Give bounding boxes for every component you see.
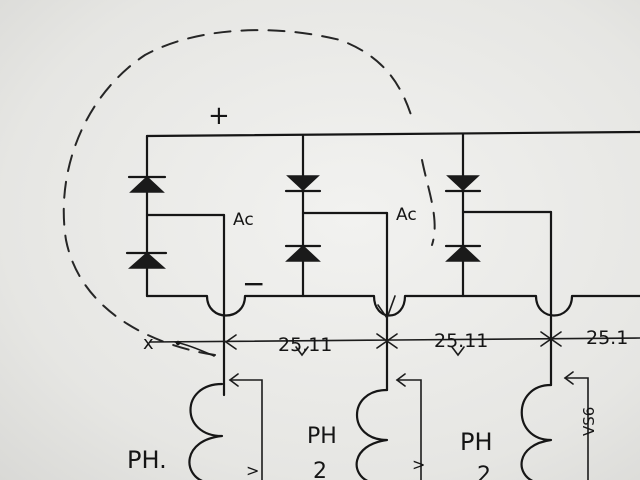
- dimension-label-3: 25.1: [586, 327, 628, 349]
- coil-1: [188, 382, 224, 480]
- dashed-boundary: [62, 29, 413, 356]
- feedback-arrow-3: [564, 377, 589, 480]
- dashed-boundary-right: [421, 159, 436, 246]
- dimension-label-1: 25.11: [278, 334, 332, 356]
- ph-digit-2: 2: [313, 459, 327, 480]
- coil-3: [520, 383, 553, 480]
- coil-2: [355, 388, 389, 480]
- positive-rail: [145, 130, 640, 138]
- diode-3b-icon: [445, 244, 481, 262]
- feedback-arrow-2: [396, 379, 422, 480]
- feedback-arrow-1: [229, 379, 263, 480]
- diode-1a-icon: [129, 175, 165, 193]
- diode-2b-icon: [285, 244, 321, 262]
- ac-label-1: Ac: [233, 210, 254, 230]
- ph-label-3: PH: [460, 428, 493, 456]
- arrow-tip-label-2: >: [412, 455, 425, 474]
- dimension-line: [149, 337, 640, 343]
- ac-label-2: Ac: [396, 205, 417, 225]
- arrow-tip-label-1: >: [246, 461, 259, 480]
- side-label: VS6: [580, 407, 598, 436]
- diode-1b-icon: [128, 251, 166, 269]
- ph-digit-3: 2: [477, 463, 491, 480]
- cross-mark: x: [143, 333, 154, 354]
- positive-label: +: [208, 101, 230, 131]
- ph-label-2: PH: [307, 424, 337, 449]
- ph-label-1: PH.: [127, 446, 167, 474]
- diode-3a-icon: [446, 175, 480, 192]
- dimension-label-2: 25.11: [434, 330, 488, 352]
- negative-label: −: [242, 267, 265, 300]
- diode-2a-icon: [286, 175, 320, 192]
